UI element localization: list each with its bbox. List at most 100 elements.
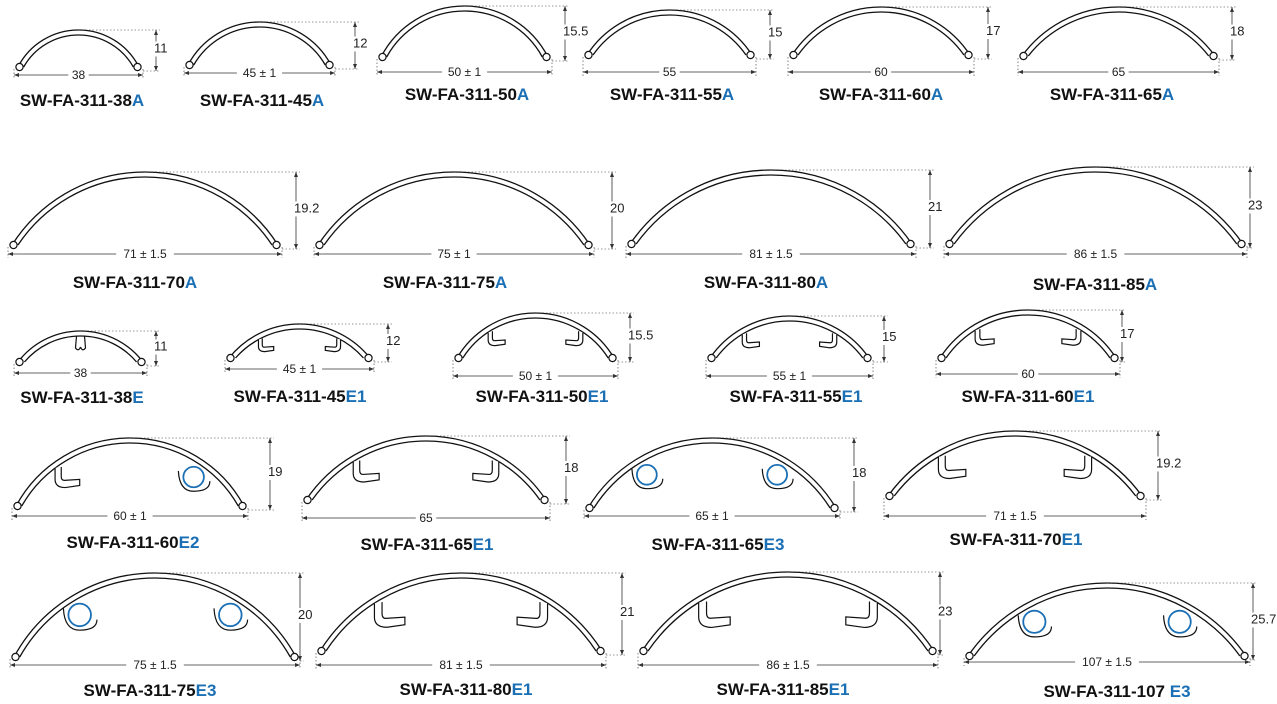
width-dimension-label: 38	[72, 68, 86, 82]
part-number-prefix: SW-FA-311-80	[704, 273, 816, 292]
height-dimension-label: 18	[564, 460, 578, 475]
part-number-label: SW-FA-311-60E2	[67, 533, 200, 552]
dimension-label-background	[609, 201, 635, 217]
profile-hook	[257, 338, 275, 353]
dimension-label-background	[116, 246, 174, 260]
height-dimension-label: 17	[1120, 326, 1134, 341]
width-dimension-label: 107 ± 1.5	[1082, 655, 1132, 669]
part-number-suffix: E1	[512, 680, 533, 699]
profile-hook	[487, 331, 506, 347]
part-number-label: SW-FA-311-70E1	[950, 530, 1083, 549]
width-dimension-label: 81 ± 1.5	[439, 658, 483, 672]
profile-end-bead-right	[325, 60, 334, 70]
profile-hook	[54, 467, 81, 489]
part-number-suffix: E3	[1170, 682, 1191, 701]
dimension-label-background	[1066, 246, 1125, 260]
part-number-label: SW-FA-311-50A	[405, 85, 529, 104]
profile-hook	[1063, 455, 1093, 480]
part-number-suffix: E1	[346, 387, 367, 406]
height-dimension-label: 19	[268, 464, 282, 479]
part-number-prefix: SW-FA-311-85	[717, 680, 829, 699]
dimension-label-background	[432, 657, 490, 671]
profile-inner-arc	[592, 14, 747, 56]
part-number-suffix: E1	[1062, 530, 1083, 549]
profile-outer-arc	[887, 430, 1143, 497]
cable-circle-icon	[67, 602, 92, 628]
part-number-label: SW-FA-311-75E3	[84, 681, 217, 700]
height-dimension-label: 15.5	[563, 24, 588, 39]
profile-end-bead-left	[585, 503, 594, 513]
dimension-label-background	[627, 328, 653, 344]
profile-outer-arc	[380, 5, 549, 58]
profile-end-bead-left	[9, 240, 18, 250]
profile-end-bead-left	[303, 495, 312, 505]
dimension-label-background	[153, 41, 179, 57]
part-number-prefix: SW-FA-311-65	[361, 535, 473, 554]
width-dimension-label: 38	[74, 366, 88, 380]
height-dimension-label: 15	[882, 329, 896, 344]
profile-hook	[565, 331, 584, 347]
profile-inner-arc	[462, 317, 609, 359]
part-number-suffix: A	[1162, 85, 1174, 104]
profile-inner-arc	[23, 34, 134, 68]
profile-cable-cradle	[1017, 615, 1053, 638]
part-number-suffix: E3	[764, 535, 785, 554]
profile-end-bead-left	[1019, 51, 1028, 61]
dimension-arrow-icon	[628, 313, 632, 362]
part-number-suffix: A	[816, 273, 828, 292]
height-dimension-label: 17	[986, 23, 1000, 38]
dimension-arrow-icon	[353, 22, 357, 69]
part-number-label: SW-FA-311-70A	[73, 273, 197, 292]
part-number-suffix: E1	[1074, 387, 1095, 406]
profile-center-clip	[74, 335, 87, 351]
dimension-label-background	[767, 25, 793, 41]
profile-inner-arc	[23, 335, 138, 363]
profile-end-bead-left	[11, 652, 20, 662]
profile-end-bead-left	[707, 353, 716, 363]
dimension-label-background	[1075, 654, 1139, 668]
profile-outer-arc	[709, 315, 870, 359]
profile-hook	[974, 329, 995, 346]
width-dimension-label: 75 ± 1.5	[133, 658, 177, 672]
width-dimension-label: 71 ± 1.5	[123, 247, 167, 261]
dimension-label-background	[562, 24, 588, 40]
profile-107e3: 107 ± 1.525.7SW-FA-311-107 E3	[963, 582, 1276, 701]
dimension-label-background	[985, 24, 1011, 39]
height-dimension-label: 23	[1248, 198, 1262, 213]
width-dimension-label: 55	[663, 65, 677, 79]
profile-inner-arc	[1027, 11, 1210, 57]
profile-end-bead-left	[185, 60, 194, 70]
dimension-label-background	[1108, 64, 1129, 78]
part-number-prefix: SW-FA-311-107	[1043, 682, 1169, 701]
dimension-label-background	[68, 67, 89, 81]
height-dimension-label: 15	[768, 25, 782, 40]
cable-circle-icon	[182, 465, 205, 489]
dimension-label-background	[276, 361, 323, 375]
width-dimension-label: 65 ± 1	[695, 509, 729, 523]
dimension-label-background	[441, 64, 488, 78]
part-number-prefix: SW-FA-311-70	[73, 273, 185, 292]
profile-cable-cradle	[177, 470, 211, 492]
part-number-suffix: E1	[829, 680, 850, 699]
part-number-prefix: SW-FA-311-60	[67, 533, 179, 552]
dimension-label-background	[759, 657, 817, 671]
height-dimension-label: 15.5	[628, 328, 653, 343]
part-number-label: SW-FA-311-38A	[20, 91, 144, 110]
part-number-suffix: A	[722, 85, 734, 104]
profile-outer-arc	[586, 9, 753, 56]
part-number-suffix: A	[495, 273, 507, 292]
part-number-prefix: SW-FA-311-38	[20, 91, 132, 110]
profile-end-bead-left	[885, 491, 894, 501]
profile-end-bead-left	[627, 239, 636, 249]
profile-hook	[741, 333, 761, 349]
profile-inner-arc	[17, 176, 273, 246]
part-number-prefix: SW-FA-311-75	[383, 273, 495, 292]
dimension-label-background	[107, 508, 153, 522]
profile-end-bead-left	[937, 353, 946, 363]
height-dimension-label: 11	[154, 339, 168, 354]
part-number-label: SW-FA-311-65E1	[361, 535, 494, 554]
part-number-label: SW-FA-311-38E	[20, 388, 143, 407]
dimension-label-background	[512, 368, 559, 382]
